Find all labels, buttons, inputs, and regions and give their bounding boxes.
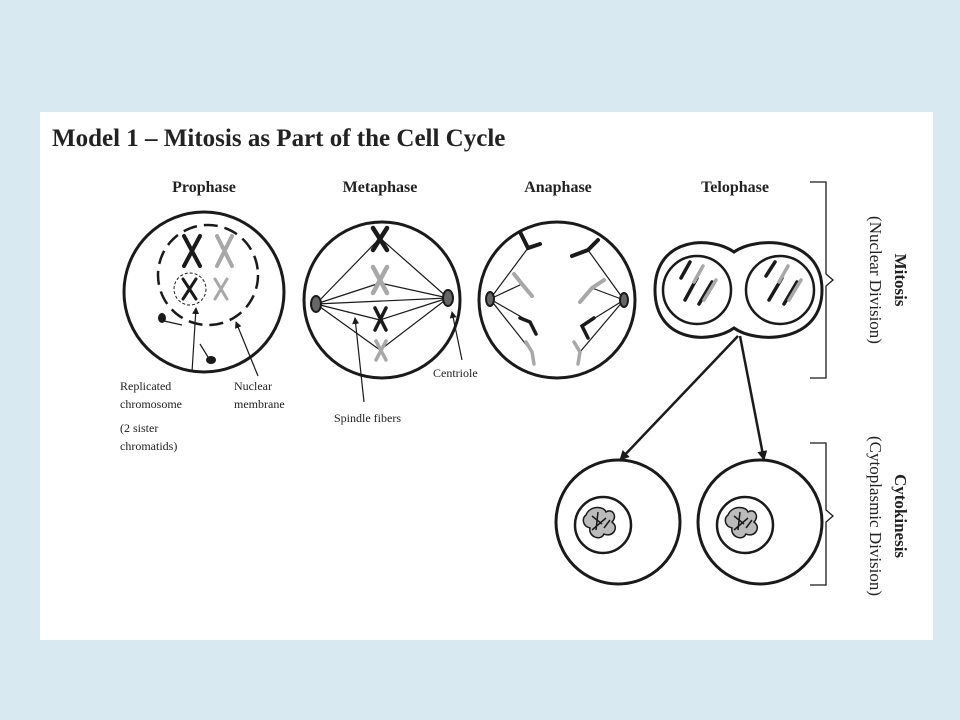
centriole [310,295,322,313]
centriole [485,291,495,307]
label-cytokinesis: Cytokinesis [891,474,910,558]
metaphase-cell [302,220,463,403]
chromatid-grey [572,340,582,366]
label-nuclear-membrane: membrane [234,397,285,411]
label-replicated-chromosome: Replicated [120,379,171,393]
label-spindle-fibers: Spindle fibers [334,411,401,425]
arrow-to-daughter-cell [738,335,768,461]
chromatid-dark [518,230,542,251]
label-metaphase: Metaphase [343,179,418,196]
chromosome-highlight-circle [173,272,207,306]
centriole [442,289,454,307]
chromosome-dark [373,306,388,332]
label-sister-chromatids: (2 sister [120,421,158,435]
nucleus [573,495,633,555]
label-cytoplasmic-division: (Cytoplasmic Division) [866,436,885,596]
chromatin [582,506,616,539]
chromatid-grey [524,340,536,366]
label-anaphase: Anaphase [524,179,592,196]
daughter-cell [696,458,824,586]
chromatid-grey [512,272,534,298]
label-nuclear-division: (Nuclear Division) [866,216,885,344]
chromosome-dark-small [181,277,198,301]
prophase-cell [122,210,286,377]
centriole [158,313,166,323]
arrow-to-daughter-cell [619,335,739,461]
mitosis-bracket [810,181,834,379]
nuclear-membrane [156,223,260,327]
chromosome-dark [370,225,390,253]
centriole [206,356,216,364]
label-telophase: Telophase [701,179,769,196]
cytokinesis-bracket [810,442,834,586]
chromatid-dark [518,316,538,336]
chromatid-grey [578,278,606,304]
chromatid-dark [579,316,596,340]
chromosome-dark [182,234,202,268]
label-prophase: Prophase [172,179,236,196]
nucleus [744,254,816,326]
nucleus [661,254,733,326]
chromosome-grey-small [213,277,229,301]
centriole [619,292,629,308]
label-nuclear-membrane: Nuclear [234,379,272,393]
nucleus [715,495,775,555]
anaphase-cell [477,220,637,380]
chromatid-dark [570,238,600,258]
chromosome-grey [215,234,234,268]
label-centriole: Centriole [433,366,478,380]
chromatin [724,506,758,539]
chromosome-grey [370,264,390,296]
chromosome-grey [374,339,388,362]
label-sister-chromatids: chromatids) [120,439,177,453]
telophase-cell [653,241,824,339]
diagram-title: Model 1 – Mitosis as Part of the Cell Cy… [52,125,505,152]
label-replicated-chromosome: chromosome [120,397,182,411]
daughter-cell [554,458,682,586]
label-mitosis: Mitosis [891,254,910,307]
spindle-fibers [315,237,449,351]
